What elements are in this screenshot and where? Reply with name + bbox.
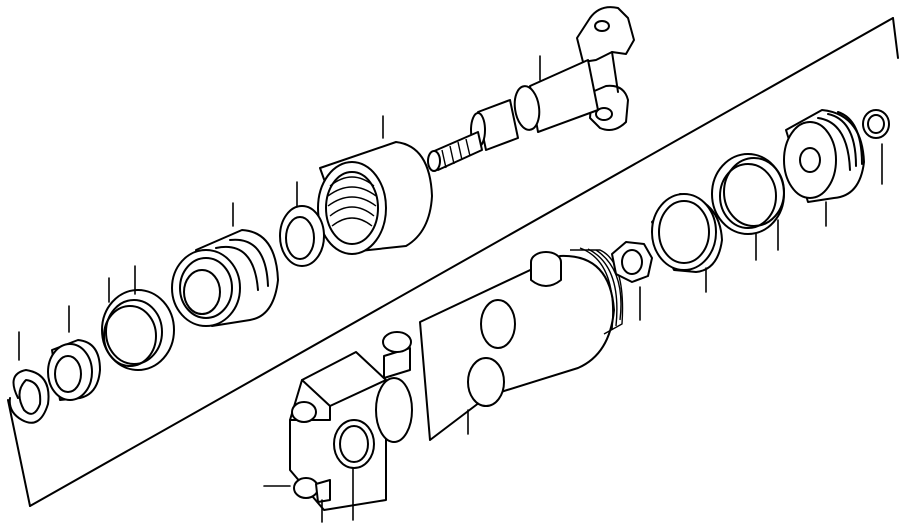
boundary-lines [7,17,899,507]
dust-seal [47,305,101,401]
wear-ring [279,181,325,267]
o-ring [862,109,890,185]
lock-nut [611,241,653,321]
backup-ring [101,265,175,371]
gland-nut [317,115,433,255]
piston-rod [427,55,599,172]
piston [783,109,865,227]
piston-seal [711,153,785,261]
cylinder-tube [419,247,624,441]
piston-wear-band [651,193,723,293]
head-end-block [263,331,413,523]
snap-ring [8,331,50,424]
rod-seal-packing [171,202,279,327]
